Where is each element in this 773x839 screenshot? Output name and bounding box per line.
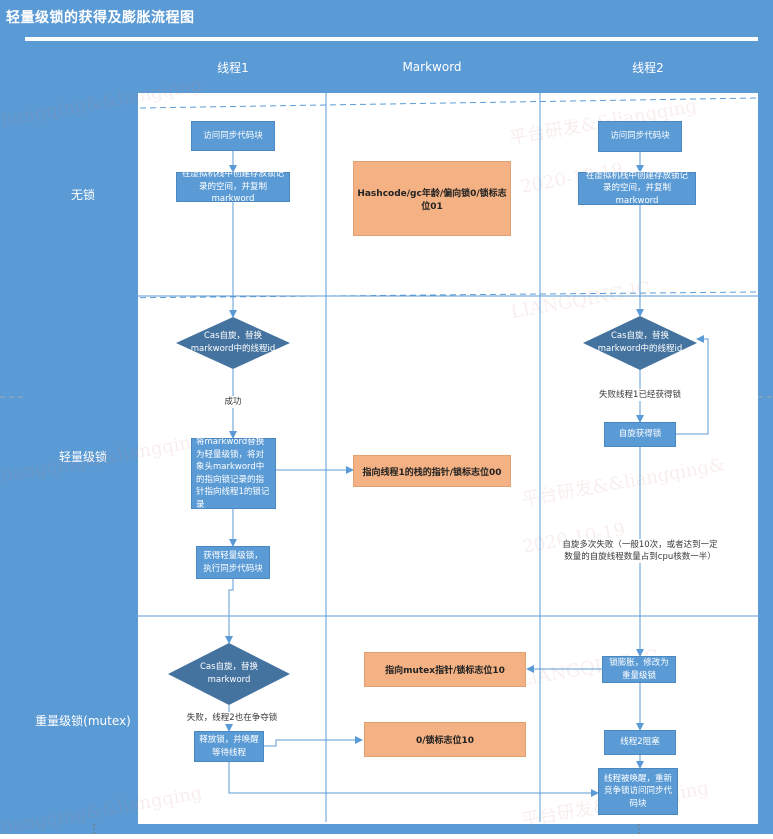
t1-release-and-wake: 释放锁，并唤醒等待线程 (194, 731, 264, 762)
t2-cas-replace-thread-id: Cas自旋，替换markword中的线程id (597, 331, 683, 354)
t2-access-sync-block: 访问同步代码块 (598, 121, 682, 152)
t1-cas-replace-markword: Cas自旋，替换markword (199, 662, 259, 685)
lane-markword-header: Markword (402, 60, 462, 74)
diagram-title: 轻量级锁的获得及膨胀流程图 (6, 10, 195, 26)
phase-unlocked: 无锁 (70, 188, 95, 202)
phase-lightweight: 轻量级锁 (58, 449, 107, 464)
lane-header-band (25, 41, 758, 93)
mw-flag-10: 0/锁标志位10 (364, 722, 526, 757)
t1-fail-contending-label: 失败，线程2也在争夺锁 (174, 712, 290, 724)
decision-diamond (583, 316, 697, 370)
t2-spin-acquire: 自旋获得锁 (604, 422, 676, 447)
mw-hashcode-unlocked: Hashcode/gc年龄/偏向锁0/锁标志位01 (353, 161, 511, 236)
t2-create-lock-record: 在虚拟机栈中创建存放锁记录的空间，并复制markword (578, 171, 696, 206)
mw-pointer-mutex: 指向mutex指针/锁标志位10 (364, 652, 526, 687)
t2-spin-fail-note: 自旋多次失败（一般10次，或者达到一定数量的自旋线程数量占到cpu核数一半） (560, 539, 720, 563)
t2-woken-recompete: 线程被唤醒，重新竞争锁访问同步代码块 (598, 768, 678, 815)
mw-pointer-thread1-stack: 指向线程1的栈的指针/锁标志位00 (353, 455, 511, 487)
t2-lock-inflate: 锁膨胀，修改为重量级锁 (602, 656, 676, 683)
t2-fail-thread1-has-lock-label: 失败线程1已经获得锁 (594, 389, 686, 401)
lane-thread1-header: 线程1 (217, 60, 249, 75)
t1-cas-replace-thread-id: Cas自旋，替换markword中的线程id (190, 331, 276, 354)
phase-heavyweight: 重量级锁(mutex) (35, 713, 131, 728)
t2-blocked: 线程2阻塞 (604, 730, 676, 755)
t1-success-label: 成功 (221, 396, 245, 408)
t1-access-sync-block: 访问同步代码块 (191, 121, 275, 151)
decision-diamond (168, 643, 290, 705)
t1-create-lock-record: 在虚拟机栈中创建存放锁记录的空间，并复制markword (176, 169, 290, 204)
t1-acquired-lightweight: 获得轻量级锁，执行同步代码块 (196, 546, 270, 579)
t1-replace-markword: 将markword替换为轻量级锁，将对象头markword中的指向锁记录的指针指… (191, 437, 276, 510)
phase-column (25, 41, 138, 824)
decision-diamond (176, 317, 290, 369)
lane-thread2-header: 线程2 (632, 60, 664, 75)
